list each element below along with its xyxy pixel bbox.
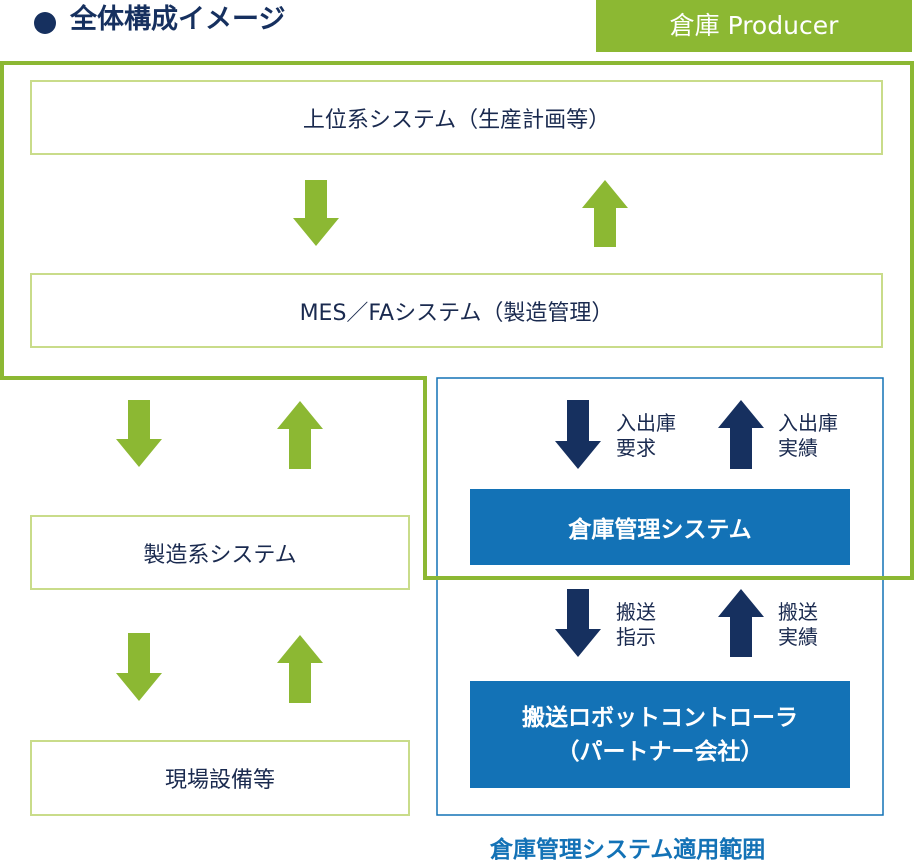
robot-controller-box: 搬送ロボットコントローラ （パートナー会社） bbox=[470, 681, 850, 788]
down-arrow-icon bbox=[116, 633, 162, 701]
transport-result-label: 搬送 実績 bbox=[778, 600, 818, 650]
upper-system-box: 上位系システム（生産計画等） bbox=[30, 80, 883, 155]
transport-result-label-line1: 搬送 bbox=[778, 600, 818, 624]
io-result-label: 入出庫 実績 bbox=[778, 411, 838, 461]
robot-controller-partner-label: （パートナー会社） bbox=[556, 738, 764, 765]
transport-instruction-label: 搬送 指示 bbox=[616, 600, 656, 650]
up-arrow-icon bbox=[718, 400, 764, 469]
transport-instruction-label-line2: 指示 bbox=[616, 625, 656, 649]
transport-instruction-label-line1: 搬送 bbox=[616, 600, 656, 624]
warehouse-management-system-label: 倉庫管理システム bbox=[568, 517, 752, 543]
mes-system-label: MES／FAシステム（製造管理） bbox=[299, 300, 614, 326]
io-result-label-line2: 実績 bbox=[778, 436, 818, 460]
up-arrow-icon bbox=[582, 180, 628, 247]
warehouse-management-system-box: 倉庫管理システム bbox=[470, 489, 850, 565]
mes-system-box: MES／FAシステム（製造管理） bbox=[30, 273, 883, 348]
robot-controller-label: 搬送ロボットコントローラ bbox=[522, 704, 798, 731]
up-arrow-icon bbox=[718, 589, 764, 657]
bullet-icon bbox=[34, 12, 56, 34]
io-result-label-line1: 入出庫 bbox=[778, 411, 838, 435]
down-arrow-icon bbox=[116, 400, 162, 467]
manufacturing-system-label: 製造系システム bbox=[143, 542, 297, 568]
upper-system-label: 上位系システム（生産計画等） bbox=[302, 107, 611, 133]
down-arrow-icon bbox=[555, 589, 601, 657]
down-arrow-icon bbox=[293, 180, 339, 246]
producer-badge: 倉庫 Producer bbox=[596, 0, 912, 52]
field-equipment-box: 現場設備等 bbox=[30, 740, 410, 816]
down-arrow-icon bbox=[555, 400, 601, 469]
io-request-label-line1: 入出庫 bbox=[616, 411, 676, 435]
field-equipment-label: 現場設備等 bbox=[164, 768, 275, 793]
up-arrow-icon bbox=[277, 635, 323, 703]
io-request-label-line2: 要求 bbox=[616, 436, 656, 460]
up-arrow-icon bbox=[277, 401, 323, 469]
page-title: 全体構成イメージ bbox=[70, 4, 286, 35]
io-request-label: 入出庫 要求 bbox=[616, 411, 676, 461]
wms-scope-label: 倉庫管理システム適用範囲 bbox=[490, 837, 766, 863]
manufacturing-system-box: 製造系システム bbox=[30, 515, 410, 590]
transport-result-label-line2: 実績 bbox=[778, 625, 818, 649]
